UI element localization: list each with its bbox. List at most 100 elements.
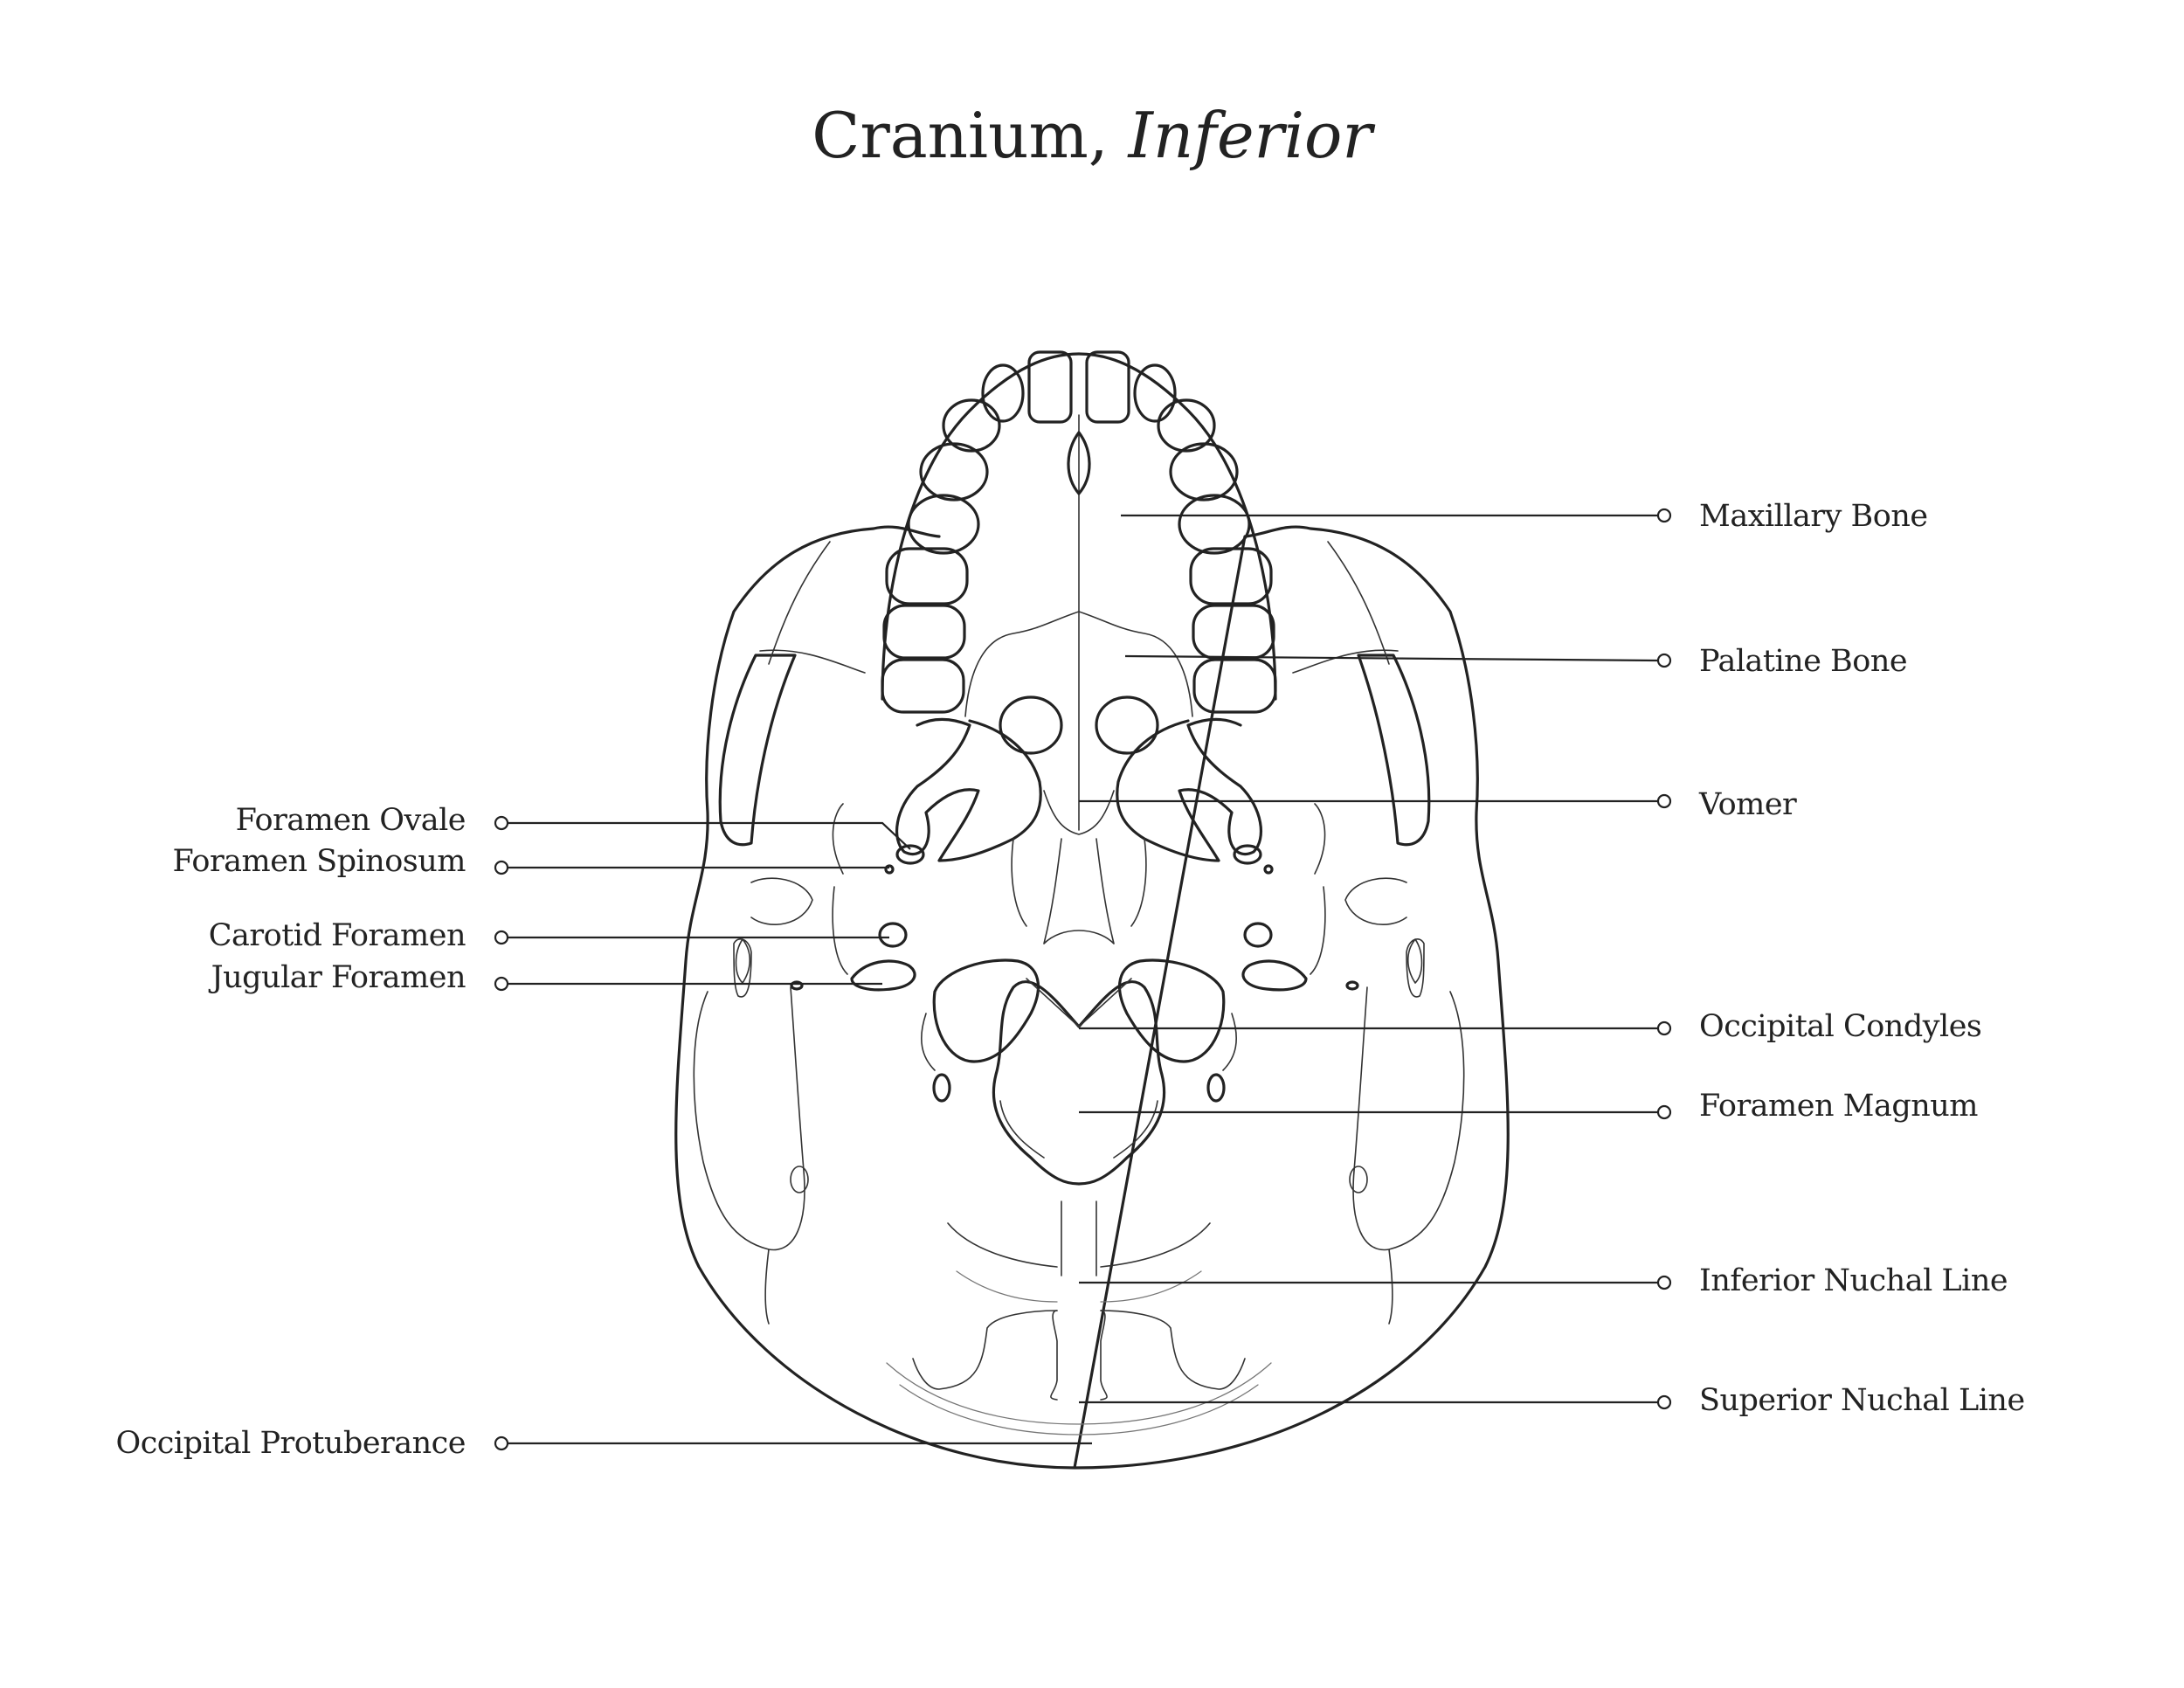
diagram-title: Cranium, Inferior	[812, 99, 1375, 172]
tooth	[1133, 363, 1177, 423]
temporal-contour-right	[1352, 986, 1465, 1251]
tooth	[1157, 398, 1216, 453]
label-occipital-protuberance: Occipital Protuberance	[116, 1426, 466, 1461]
title-main: Cranium,	[812, 99, 1128, 172]
bullet-icon	[494, 930, 509, 945]
palatine-foramen-right	[1095, 695, 1159, 755]
label-superior-nuchal-line: Superior Nuchal Line	[1699, 1383, 2025, 1418]
tooth	[919, 442, 989, 502]
carotid-foramen-right	[1243, 922, 1273, 948]
leader-lines	[508, 514, 1659, 1445]
occipital-condyle-left	[932, 958, 1040, 1063]
jugular-foramen-left	[850, 959, 916, 992]
inferior-nuchal-curves	[947, 1222, 1211, 1268]
label-foramen-magnum: Foramen Magnum	[1699, 1089, 1978, 1124]
label-foramen-spinosum: Foramen Spinosum	[173, 844, 467, 879]
occipitomastoid-lines	[764, 1249, 1393, 1325]
tooth	[1192, 604, 1275, 660]
leader-foramen-ovale	[508, 821, 911, 850]
tooth	[942, 398, 1001, 453]
articular-tubercle-lines	[832, 803, 1326, 875]
styloid-lines	[832, 886, 1326, 975]
condylar-fossa-lines	[921, 1013, 1237, 1071]
label-occipital-condyles: Occipital Condyles	[1699, 1009, 1981, 1044]
basiocciput	[1043, 838, 1115, 944]
tooth	[981, 363, 1025, 423]
condylar-canal-right	[1206, 1073, 1226, 1103]
skull-illustration	[674, 350, 1510, 1470]
mastoid-foramen-right	[1349, 1166, 1368, 1193]
label-palatine-bone: Palatine Bone	[1699, 644, 1907, 679]
label-jugular-foramen: Jugular Foramen	[209, 960, 466, 995]
foramen-magnum	[992, 980, 1166, 1186]
bullet-icon	[1656, 793, 1672, 809]
superior-nuchal-arc-1	[886, 1362, 1272, 1425]
cranium-outline	[674, 525, 1510, 1470]
carotid-foramen-left	[878, 922, 908, 948]
tooth	[1027, 350, 1073, 424]
tooth	[882, 604, 966, 660]
mastoid-left	[735, 938, 751, 984]
zygomatic-arch-right	[1357, 654, 1431, 847]
occipital-condyle-right	[1118, 958, 1226, 1063]
external-occipital-crest	[1061, 1200, 1097, 1276]
leader-bullets	[494, 508, 1672, 1451]
foramen-ovale-right	[1233, 844, 1262, 865]
mandibular-fossae	[750, 877, 1407, 925]
label-carotid-foramen: Carotid Foramen	[209, 918, 466, 953]
condylar-canal-left	[932, 1073, 951, 1103]
tooth	[881, 658, 965, 714]
foramen-ovale-left	[895, 844, 925, 865]
title-emphasis: Inferior	[1126, 99, 1375, 172]
vomer-region	[1043, 790, 1115, 835]
superior-nuchal-arc-2	[899, 1384, 1259, 1435]
labels-left: Foramen Ovale Foramen Spinosum Carotid F…	[116, 803, 467, 1461]
jugular-foramen-right	[1241, 959, 1308, 992]
petrous-lines	[1011, 838, 1147, 927]
infratemporal-lines	[759, 649, 1399, 674]
condyle-pointers	[1026, 978, 1132, 1027]
bullet-icon	[494, 815, 509, 831]
mastoid-tips	[733, 938, 1425, 998]
mastoid-foramen-left	[790, 1166, 809, 1193]
bullet-icon	[1656, 1020, 1672, 1036]
bullet-icon	[1656, 508, 1672, 523]
tooth	[907, 494, 980, 555]
foramen-spinosum-left	[884, 864, 895, 875]
label-foramen-ovale: Foramen Ovale	[236, 803, 466, 838]
pterygoid-left	[895, 717, 1042, 862]
label-inferior-nuchal-line: Inferior Nuchal Line	[1699, 1263, 2008, 1298]
bullet-icon	[1656, 1275, 1672, 1290]
leader-palatine-bone	[1124, 654, 1659, 662]
bullet-icon	[494, 860, 509, 875]
labels-right: Maxillary Bone Palatine Bone Vomer Occip…	[1698, 499, 2025, 1418]
zygomatic-arch-left	[718, 654, 797, 847]
bullet-icon	[1656, 653, 1672, 668]
bullet-icon	[1656, 1104, 1672, 1120]
nuchal-plane-lines	[912, 1310, 1246, 1390]
tooth	[1192, 658, 1277, 714]
incisive-foramen	[1067, 431, 1091, 495]
zygomatic-process-lines	[768, 541, 1390, 665]
label-vomer: Vomer	[1698, 787, 1797, 822]
occipital-central-lobes	[1050, 1310, 1108, 1401]
pterygoid-right	[1116, 717, 1262, 862]
nuchal-faint-lines	[956, 1270, 1202, 1303]
teeth-right	[1085, 350, 1277, 714]
tooth	[1169, 442, 1239, 502]
palatine-foramen-left	[999, 695, 1063, 755]
tooth	[1178, 494, 1251, 555]
bullet-icon	[494, 976, 509, 992]
stylomastoid-left	[790, 980, 804, 991]
mastoid-right	[1406, 938, 1423, 984]
bullet-icon	[494, 1435, 509, 1451]
tooth	[1085, 350, 1130, 424]
palatine-outline	[964, 611, 1193, 717]
teeth-left	[881, 350, 1073, 714]
bullet-icon	[1656, 1394, 1672, 1410]
label-maxillary-bone: Maxillary Bone	[1699, 499, 1928, 534]
foramen-spinosum-right	[1263, 864, 1274, 875]
temporal-contour-left	[693, 986, 805, 1251]
foramen-rim-lines	[999, 1100, 1158, 1159]
